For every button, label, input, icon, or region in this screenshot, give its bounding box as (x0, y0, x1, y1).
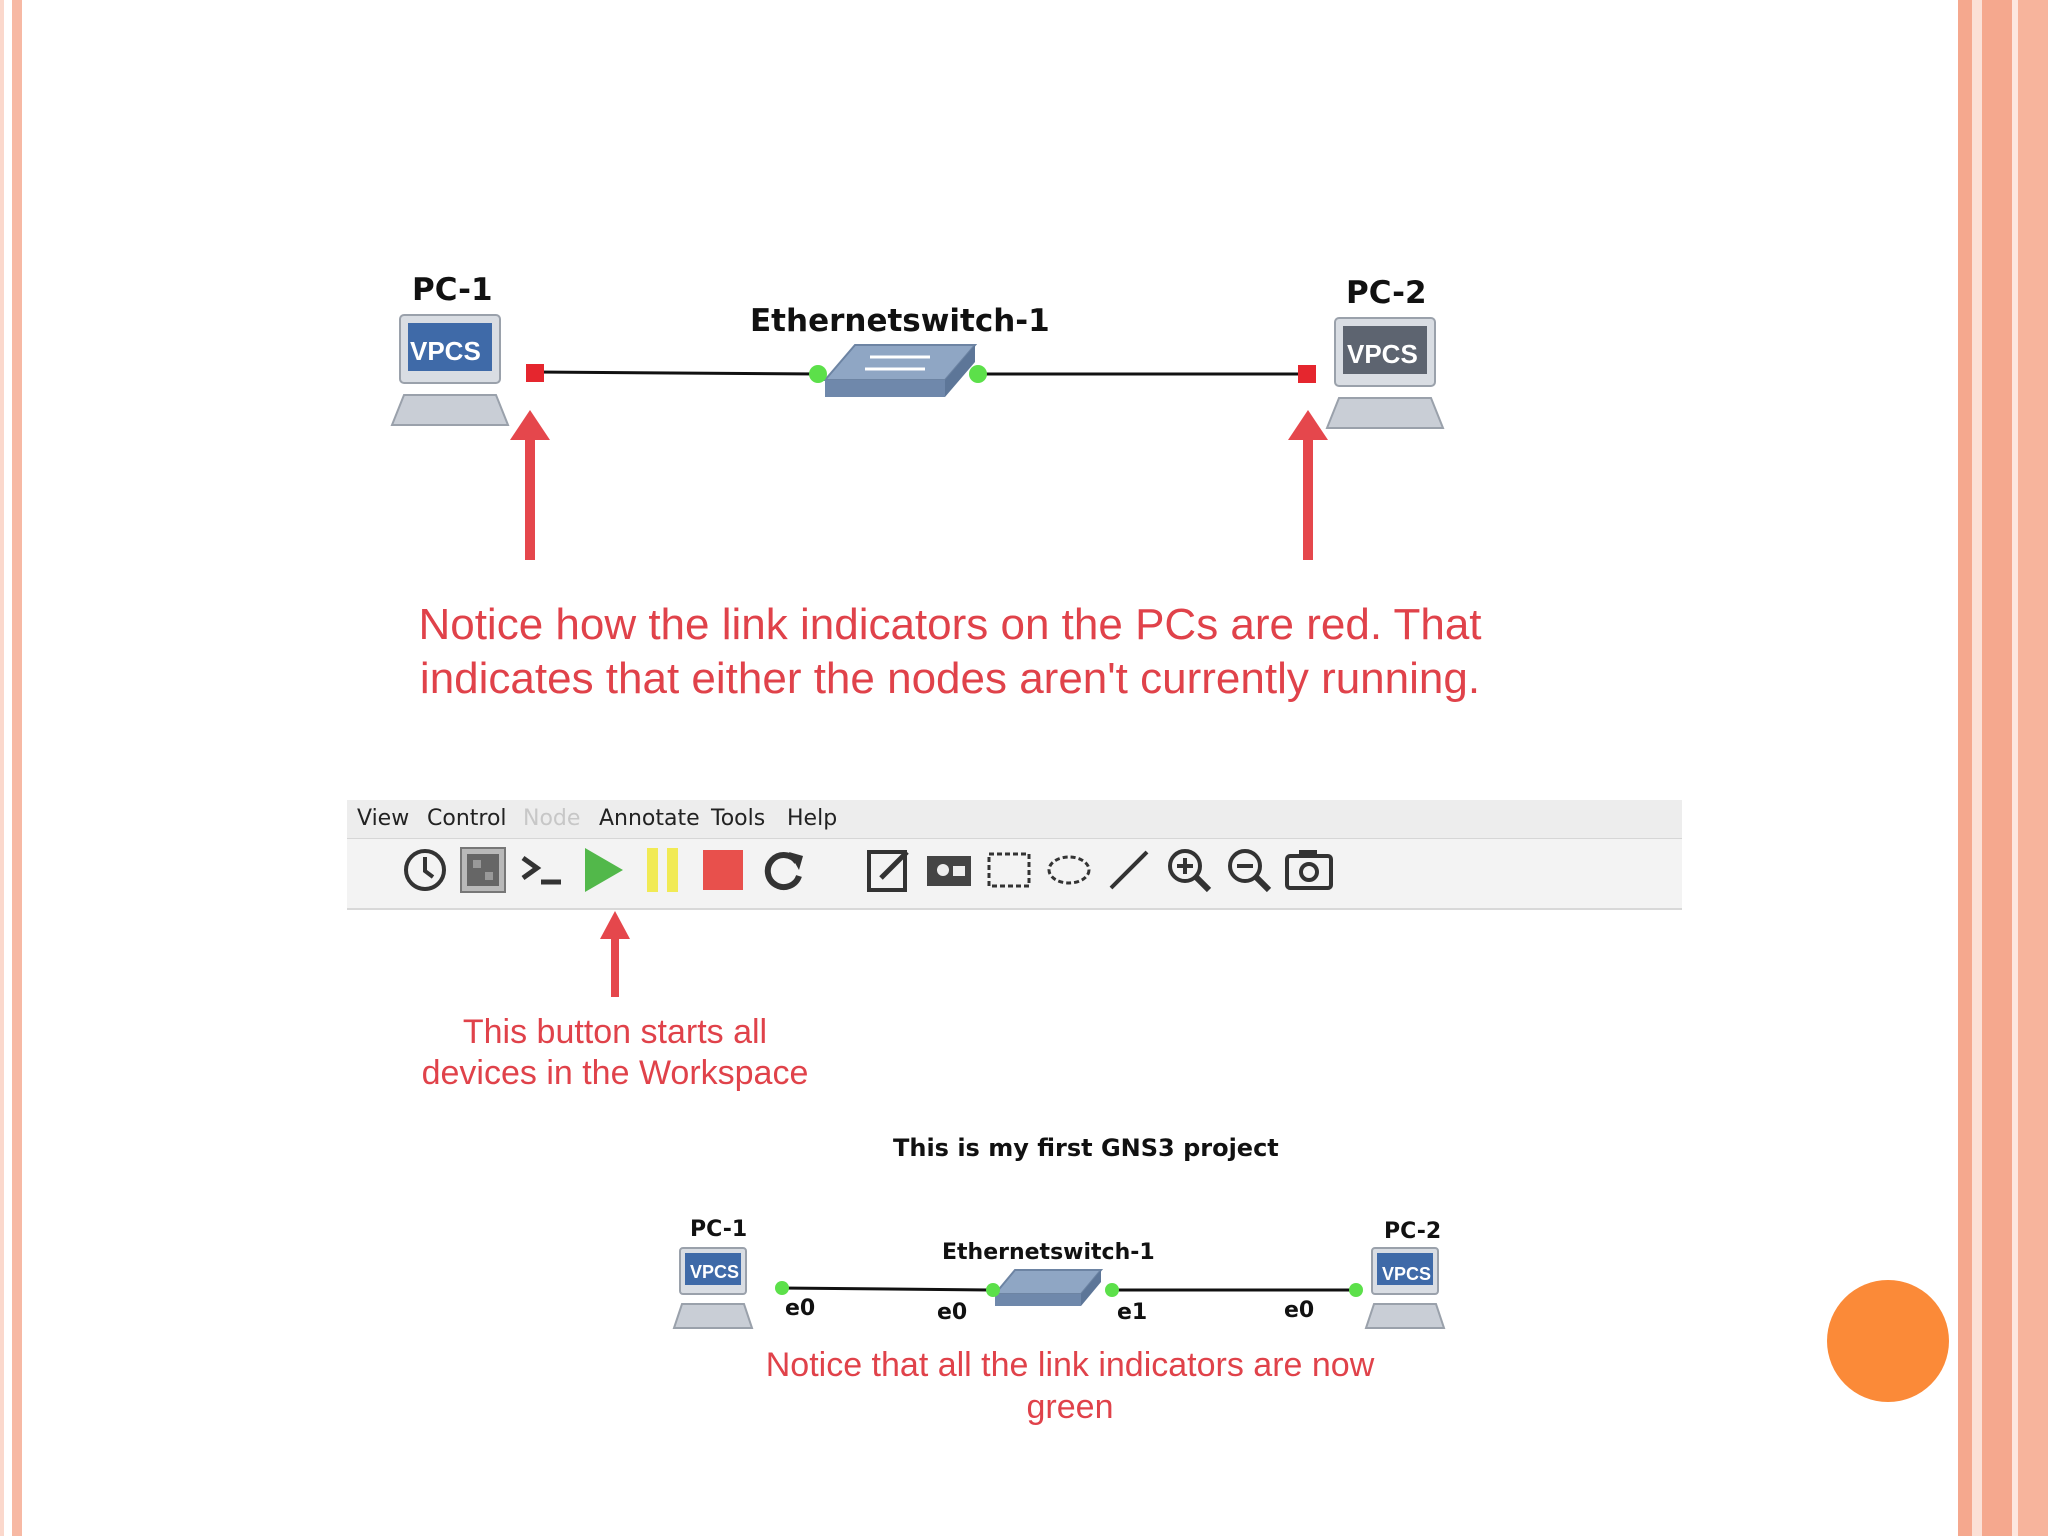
pc2-label: PC-2 (1346, 275, 1427, 311)
start-note-line2: devices in the Workspace (421, 1054, 809, 1092)
decorative-circle (1827, 1280, 1949, 1402)
port-switch-e1: e1 (1117, 1300, 1148, 1325)
menu-view[interactable]: View (357, 806, 410, 831)
gns3-toolbar: View Control Node Annotate Tools Help (347, 800, 1682, 910)
pc1-label: PC-1 (412, 272, 493, 308)
pc2-screen-text-bottom: VPCS (1382, 1264, 1432, 1284)
bottom-note: Notice that all the link indicators are … (700, 1344, 1440, 1428)
port-pc2-e0: e0 (1284, 1298, 1315, 1323)
start-all-icon[interactable] (577, 844, 629, 896)
switch-label-bottom: Ethernetswitch-1 (942, 1240, 1155, 1265)
menu-control[interactable]: Control (427, 806, 507, 831)
zoom-in-icon[interactable] (1163, 844, 1215, 896)
pc2-screen-text: VPCS (1347, 339, 1418, 369)
clock-icon[interactable] (399, 844, 451, 896)
bottom-note-line2: green (1026, 1388, 1114, 1426)
link-indicator-switch-right-bottom (1105, 1283, 1119, 1297)
red-arrow-pc1 (510, 410, 550, 560)
slide-border-right-2 (1972, 0, 1982, 1536)
start-note: This button starts all devices in the Wo… (380, 1012, 850, 1094)
menu-help[interactable]: Help (787, 806, 838, 831)
ellipse-icon[interactable] (1043, 844, 1095, 896)
menu-annotate[interactable]: Annotate (599, 806, 700, 831)
screenshot-icon[interactable] (1283, 844, 1335, 896)
pc1-screen-text-bottom: VPCS (690, 1262, 740, 1282)
port-switch-e0: e0 (937, 1300, 968, 1325)
menu-bar: View Control Node Annotate Tools Help (347, 800, 1682, 839)
link-pc1-switch-bottom (779, 1286, 991, 1292)
pc1-icon (390, 314, 510, 426)
pc2-label-bottom: PC-2 (1384, 1219, 1442, 1244)
pc2-icon-bottom (1364, 1247, 1446, 1329)
rectangle-icon[interactable] (983, 844, 1035, 896)
port-pc1-e0: e0 (785, 1296, 816, 1321)
menu-node[interactable]: Node (523, 806, 581, 831)
project-title: This is my first GNS3 project (893, 1134, 1279, 1162)
slide-border-right-5 (2018, 0, 2048, 1536)
link-indicator-pc2-bottom (1349, 1283, 1363, 1297)
line-icon[interactable] (1103, 844, 1155, 896)
stop-all-icon[interactable] (697, 844, 749, 896)
pc2-icon (1325, 317, 1445, 429)
slide-border-left (12, 0, 22, 1536)
bottom-note-line1: Notice that all the link indicators are … (765, 1346, 1375, 1384)
link-pc1-switch (534, 370, 821, 376)
slide-border-right-1 (1958, 0, 1972, 1536)
pc1-screen-text: VPCS (410, 336, 481, 366)
zoom-out-icon[interactable] (1223, 844, 1275, 896)
top-note-line1: Notice how the link indicators on the PC… (418, 600, 1482, 649)
reload-icon[interactable] (757, 844, 809, 896)
console-icon[interactable] (517, 844, 569, 896)
link-indicator-switch-right (969, 365, 987, 383)
link-indicator-switch-left-bottom (986, 1283, 1000, 1297)
suspend-all-icon[interactable] (637, 844, 689, 896)
link-indicator-switch-left (809, 365, 827, 383)
pc1-label-bottom: PC-1 (690, 1217, 748, 1242)
top-note-line2: indicates that either the nodes aren't c… (419, 654, 1481, 703)
slide-border-right-4 (2012, 0, 2018, 1536)
top-note: Notice how the link indicators on the PC… (340, 598, 1560, 706)
image-icon[interactable] (923, 844, 975, 896)
top-topology-diagram (390, 314, 1445, 560)
ethernet-switch-icon (822, 344, 978, 397)
ethernet-switch-icon-bottom (992, 1269, 1104, 1306)
link-indicator-pc2 (1298, 365, 1316, 383)
bottom-topology-diagram (672, 1247, 1446, 1329)
grid-icon[interactable] (457, 844, 509, 896)
switch-label: Ethernetswitch-1 (750, 303, 1050, 339)
slide-border-right-3 (1982, 0, 2012, 1536)
start-note-line1: This button starts all (462, 1013, 768, 1051)
note-icon[interactable] (863, 844, 915, 896)
slide-border-left-thin (0, 0, 4, 1536)
link-indicator-pc1 (526, 364, 544, 382)
red-arrow-pc2 (1288, 410, 1328, 560)
link-indicator-pc1-bottom (775, 1281, 789, 1295)
menu-tools[interactable]: Tools (711, 806, 766, 831)
red-arrow-start (600, 911, 630, 997)
pc1-icon-bottom (672, 1247, 754, 1329)
